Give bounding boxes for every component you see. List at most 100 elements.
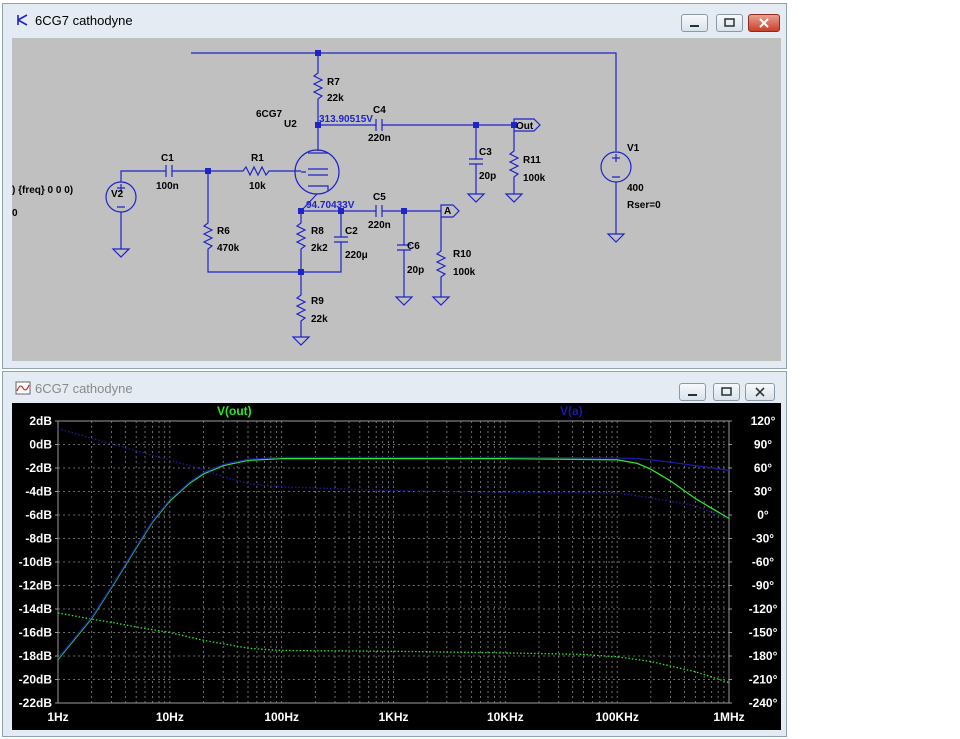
schematic-titlebar[interactable]: 6CG7 cathodyne [3, 4, 786, 38]
y-left-tick-label: -18dB [19, 649, 53, 663]
resistor-r9 [295, 272, 307, 337]
ground-r11 [504, 193, 524, 203]
y-right-tick-label: 120° [751, 414, 776, 428]
label-r9-value: 22k [311, 314, 328, 325]
y-right-tick-label: -210° [749, 673, 778, 687]
ground-v1 [606, 233, 626, 243]
plot-window-title: 6CG7 cathodyne [35, 381, 133, 396]
y-left-tick-label: -8dB [25, 532, 52, 546]
y-left-tick-label: -20dB [19, 673, 53, 687]
trace-magnitude-vout [57, 457, 730, 660]
plot-maximize-button[interactable] [713, 383, 740, 401]
y-left-tick-label: -12dB [19, 579, 53, 593]
maximize-button[interactable] [716, 14, 743, 32]
legend-va: V(a) [560, 404, 583, 418]
label-tube-model: 6CG7 [256, 109, 283, 120]
label-tube-ref: U2 [284, 119, 297, 130]
label-r6-value: 470k [217, 243, 240, 254]
label-a-port: A [444, 206, 451, 217]
capacitor-c5 [375, 205, 383, 217]
capacitor-c1 [165, 165, 173, 177]
legend-vout: V(out) [217, 404, 252, 418]
label-v2: V2 [111, 189, 124, 200]
tube-u2-elements [301, 125, 328, 176]
label-c4-value: 220n [368, 133, 391, 144]
y-right-tick-label: 90° [754, 438, 772, 452]
minimize-icon [688, 394, 697, 396]
label-c2: C2 [345, 226, 358, 237]
y-right-tick-label: 0° [757, 508, 769, 522]
label-r7-value: 22k [327, 93, 344, 104]
schematic-canvas[interactable]: R7 22k 6CG7 U2 C4 313.90515V 220n Out C3… [12, 38, 781, 361]
schematic-window-title: 6CG7 cathodyne [35, 13, 133, 28]
trace-phase-vout [57, 612, 730, 684]
y-right-tick-label: -30° [752, 532, 774, 546]
plot-titlebar[interactable]: 6CG7 cathodyne [3, 372, 786, 406]
plot-minimize-button[interactable] [679, 383, 706, 401]
label-v2-ac: ) {freq} 0 0 0) [12, 185, 73, 196]
plot-close-button[interactable] [745, 383, 775, 401]
x-tick-label: 100Hz [264, 710, 299, 724]
label-v1-value: 400 [627, 183, 644, 194]
label-out-port: Out [516, 121, 534, 132]
label-c5-value: 220n [368, 220, 391, 231]
x-tick-label: 100KHz [595, 710, 638, 724]
close-icon [755, 387, 765, 397]
y-left-tick-label: -2dB [25, 461, 52, 475]
x-tick-label: 1MHz [713, 710, 744, 724]
junction-dots [205, 50, 517, 275]
source-v2-polarity [117, 184, 125, 208]
label-r9: R9 [311, 296, 324, 307]
y-left-tick-label: 2dB [29, 414, 52, 428]
label-c6-value: 20p [407, 265, 424, 276]
x-tick-label: 1KHz [378, 710, 408, 724]
schematic-window: 6CG7 cathodyne [2, 3, 787, 369]
label-r8: R8 [311, 226, 324, 237]
minimize-button[interactable] [681, 14, 708, 32]
label-r7: R7 [327, 77, 340, 88]
y-left-tick-label: -10dB [19, 555, 53, 569]
label-r10: R10 [453, 249, 472, 260]
label-r8-value: 2k2 [311, 243, 328, 254]
resistor-r10 [435, 217, 447, 297]
close-button[interactable] [748, 14, 780, 32]
y-left-tick-label: -4dB [25, 485, 52, 499]
label-v1-rser: Rser=0 [627, 200, 661, 211]
maximize-icon [721, 387, 732, 396]
capacitor-c6 [397, 211, 411, 297]
y-left-tick-label: -14dB [19, 602, 53, 616]
schematic-diagram[interactable]: R7 22k 6CG7 U2 C4 313.90515V 220n Out C3… [12, 38, 781, 361]
label-r11-value: 100k [523, 173, 546, 184]
y-right-tick-label: -240° [749, 696, 778, 710]
label-c2-value: 220μ [345, 250, 368, 261]
source-v1-polarity [612, 154, 620, 178]
wire-input [120, 165, 301, 182]
y-right-tick-label: 60° [754, 461, 772, 475]
resistor-r8 [295, 211, 307, 272]
y-right-tick-label: 30° [754, 485, 772, 499]
ground-v2 [111, 248, 131, 258]
node-voltage-cathode: 94.70433V [306, 200, 355, 211]
label-r6: R6 [217, 226, 230, 237]
capacitor-c3 [469, 125, 483, 194]
label-r11: R11 [523, 155, 541, 166]
ground-r10 [431, 296, 451, 306]
x-tick-label: 1Hz [47, 710, 68, 724]
resistor-r11 [508, 131, 520, 194]
y-left-tick-label: 0dB [29, 438, 52, 452]
label-r1: R1 [251, 153, 264, 164]
label-c3-value: 20p [479, 171, 496, 182]
label-v1: V1 [627, 143, 640, 154]
x-tick-label: 10Hz [156, 710, 184, 724]
y-right-tick-label: -180° [749, 649, 778, 663]
label-r10-value: 100k [453, 267, 476, 278]
bode-plot[interactable]: 2dB0dB-2dB-4dB-6dB-8dB-10dB-12dB-14dB-16… [12, 403, 781, 730]
label-r1-value: 10k [249, 181, 266, 192]
label-c6: C6 [407, 241, 420, 252]
minimize-icon [690, 25, 699, 27]
y-right-tick-label: -90° [752, 579, 774, 593]
trace-magnitude-va [57, 456, 730, 659]
node-voltage-plate: 313.90515V [319, 114, 373, 125]
